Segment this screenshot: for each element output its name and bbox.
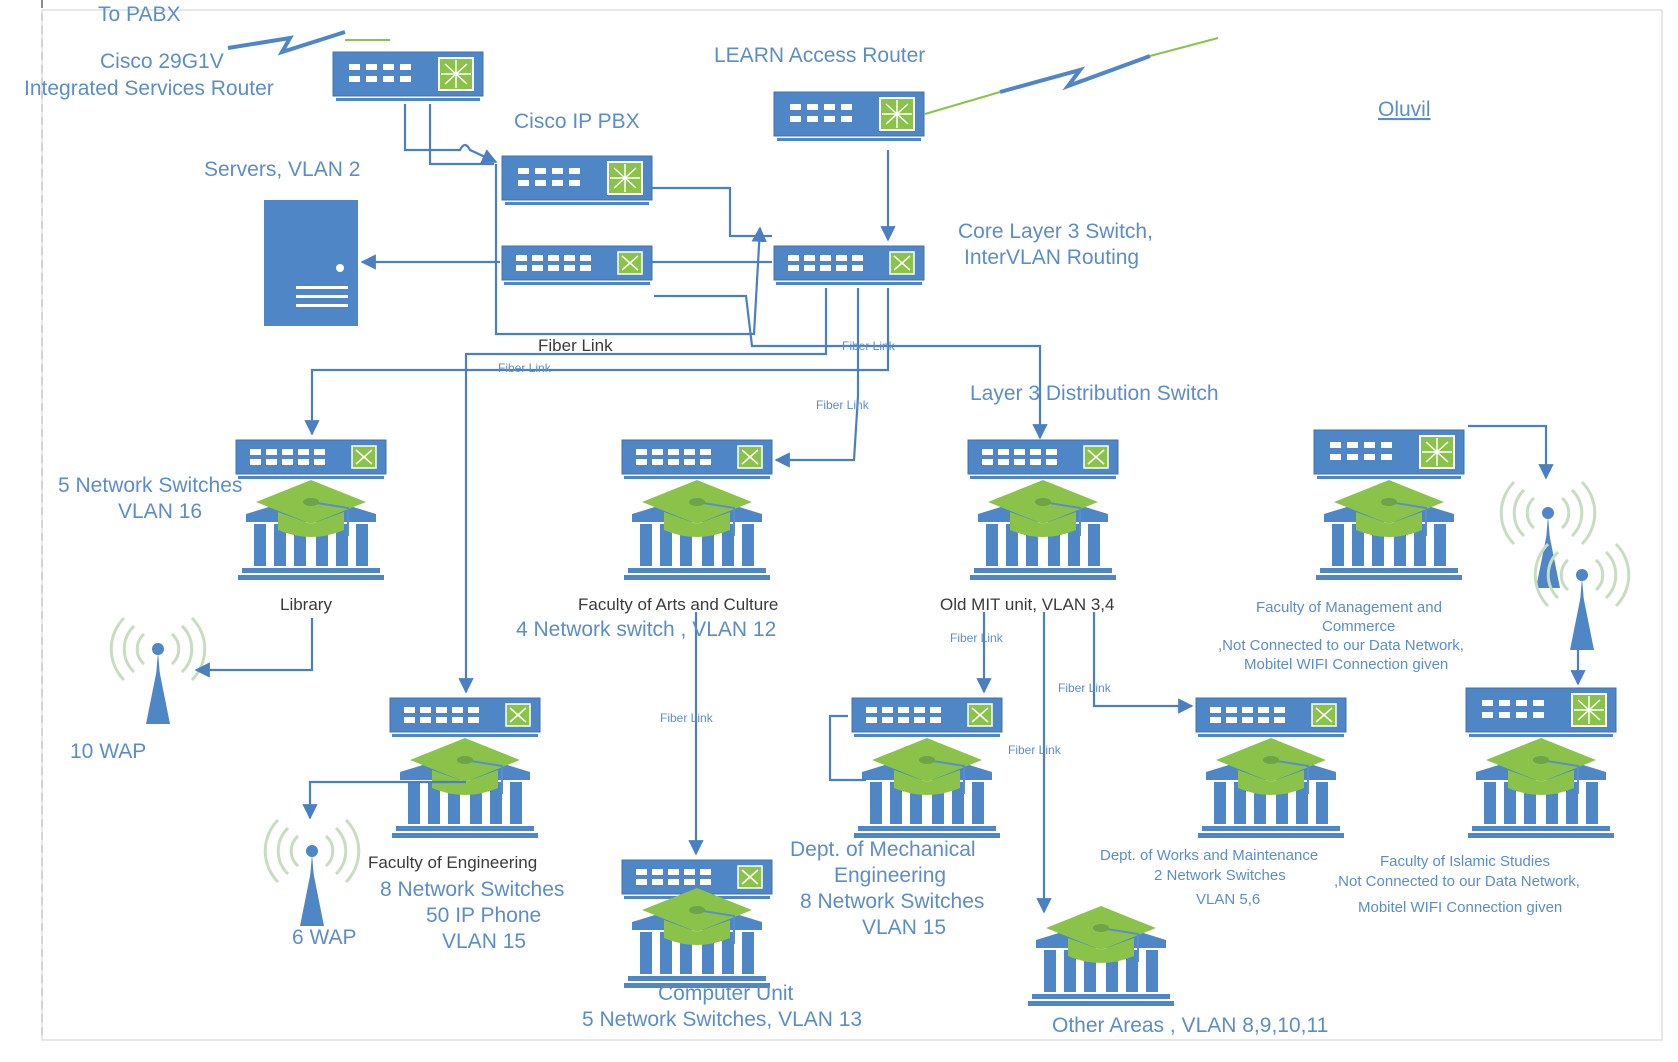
engineering-switch-icon: [389, 697, 541, 738]
computer-building-icon: [623, 887, 771, 989]
learn-link-line-right: [1149, 37, 1219, 57]
learn-link-line-left: [924, 91, 1001, 115]
library-switches-label: 5 Network Switches: [58, 474, 242, 497]
core-layer3-switch-icon: [773, 245, 925, 286]
library-wap-label: 10 WAP: [70, 740, 146, 763]
islamic-label-line2: ,Not Connected to our Data Network,: [1334, 873, 1580, 890]
arts-name-label: Faculty of Arts and Culture: [578, 595, 778, 614]
distribution-switch-label: Layer 3 Distribution Switch: [970, 382, 1219, 405]
management-label-line2: Commerce: [1322, 618, 1395, 635]
arts-switch-icon: [621, 439, 773, 480]
pabx-label: To PABX: [98, 3, 180, 26]
engineering-vlan-label: VLAN 15: [442, 930, 526, 953]
fiber-link-label-other: Fiber Link: [1008, 743, 1062, 757]
computer-name-label: Computer Unit: [658, 982, 794, 1005]
engineering-building-icon: [391, 737, 539, 839]
engineering-name-label: Faculty of Engineering: [368, 853, 537, 872]
server-icon: [264, 200, 358, 326]
library-name-label: Library: [280, 595, 332, 614]
fiber-link-main-label: Fiber Link: [538, 336, 613, 355]
islamic-label-line3: Mobitel WIFI Connection given: [1358, 899, 1562, 916]
engineering-wap-icon: [263, 818, 361, 928]
fiber-link-label-mechanical: Fiber Link: [950, 631, 1004, 645]
computer-detail-label: 5 Network Switches, VLAN 13: [582, 1008, 862, 1031]
mechanical-switch-icon: [851, 697, 1003, 738]
learn-router-label: LEARN Access Router: [714, 44, 925, 67]
works-label-line2: 2 Network Switches: [1154, 867, 1286, 884]
engineering-wap-label: 6 WAP: [292, 926, 357, 949]
integrated-services-router-icon: [332, 51, 484, 102]
works-label-line1: Dept. of Works and Maintenance: [1100, 847, 1318, 864]
islamic-label-line1: Faculty of Islamic Studies: [1380, 853, 1550, 870]
islamic-building-icon: [1467, 737, 1615, 839]
engineering-switches-label: 8 Network Switches: [380, 878, 564, 901]
ip-pbx-router-icon: [501, 155, 653, 206]
islamic-router-icon: [1465, 687, 1617, 738]
fiber-link-label-core: Fiber Link: [842, 339, 896, 353]
fiber-link-label-computer: Fiber Link: [660, 711, 714, 725]
learn-access-router-icon: [773, 91, 925, 142]
management-building-icon: [1315, 479, 1463, 581]
ip-pbx-label: Cisco IP PBX: [514, 110, 640, 133]
arts-building-icon: [623, 479, 771, 581]
mechanical-label-line3: 8 Network Switches: [800, 890, 984, 913]
library-vlan-label: VLAN 16: [118, 500, 202, 523]
isr-label-line2: Integrated Services Router: [24, 77, 274, 100]
engineering-phones-label: 50 IP Phone: [426, 904, 541, 927]
core-switch-label-line1: Core Layer 3 Switch,: [958, 220, 1153, 243]
works-label-line3: VLAN 5,6: [1196, 891, 1260, 908]
oldmit-switch-icon: [967, 439, 1119, 480]
works-switch-icon: [1195, 697, 1347, 738]
library-switch-icon: [235, 439, 387, 480]
learn-link-icon: [999, 54, 1151, 94]
servers-label: Servers, VLAN 2: [204, 158, 360, 181]
management-label-line4: Mobitel WIFI Connection given: [1244, 656, 1448, 673]
core-connections: [304, 104, 1048, 694]
distribution-connections: [194, 424, 1586, 914]
management-label-line1: Faculty of Management and: [1256, 599, 1442, 616]
oluvil-label: Oluvil: [1378, 98, 1431, 121]
mechanical-building-icon: [853, 737, 1001, 839]
mechanical-label-line1: Dept. of Mechanical: [790, 838, 976, 861]
other-areas-building-icon: [1027, 905, 1175, 1007]
library-building-icon: [237, 479, 385, 581]
fiber-link-label-engineering: Fiber Link: [498, 361, 552, 375]
works-building-icon: [1197, 737, 1345, 839]
fiber-link-label-arts: Fiber Link: [816, 398, 870, 412]
pabx-link-icon: [227, 30, 346, 56]
arts-detail-label: 4 Network switch , VLAN 12: [516, 618, 776, 641]
library-wap-icon: [109, 616, 207, 726]
fiber-link-label-works: Fiber Link: [1058, 681, 1112, 695]
management-router-icon: [1313, 429, 1465, 480]
server-switch-icon: [501, 245, 653, 286]
core-switch-label-line2: InterVLAN Routing: [964, 246, 1139, 269]
oldmit-name-label: Old MIT unit, VLAN 3,4: [940, 595, 1114, 614]
diagram-frame: [41, 9, 1663, 1041]
oldmit-building-icon: [969, 479, 1117, 581]
isr-label-line1: Cisco 29G1V: [100, 50, 224, 73]
mechanical-label-line2: Engineering: [834, 864, 946, 887]
management-label-line3: ,Not Connected to our Data Network,: [1218, 637, 1464, 654]
other-areas-label: Other Areas , VLAN 8,9,10,11: [1052, 1014, 1328, 1037]
mechanical-label-line4: VLAN 15: [862, 916, 946, 939]
